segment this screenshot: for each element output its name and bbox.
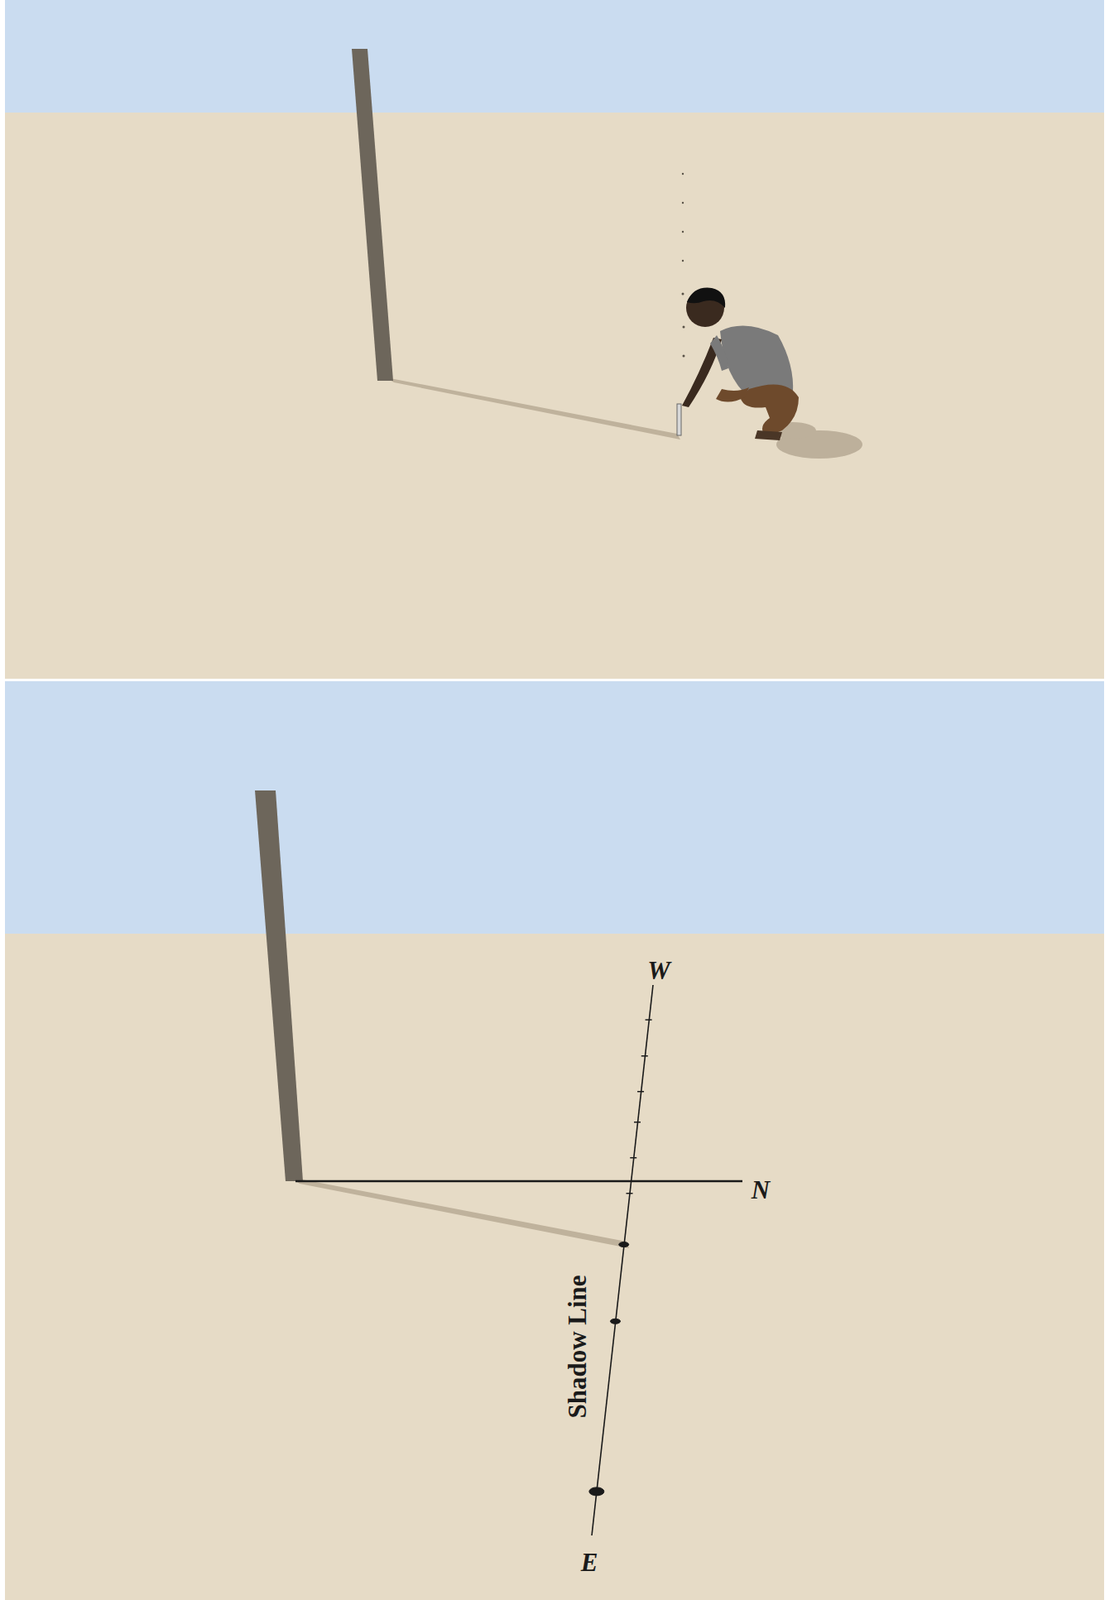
- north-line: [295, 1180, 743, 1183]
- sky: [4, 0, 1105, 114]
- ground: [4, 933, 1105, 1600]
- direction-label: W: [647, 957, 671, 984]
- shadow-marks: [589, 1019, 653, 1496]
- direction-label: E: [581, 1549, 599, 1576]
- pole: [351, 48, 394, 381]
- shadow-mark: [637, 1090, 644, 1093]
- shadow-line: [591, 984, 654, 1536]
- direction-label: N: [751, 1176, 770, 1203]
- shadow-mark: [589, 1487, 605, 1496]
- shadow-mark: [626, 1192, 634, 1195]
- shadow-mark: [619, 1242, 630, 1248]
- ground: [4, 112, 1105, 679]
- pole: [254, 790, 303, 1182]
- shadow-mark: [633, 1121, 641, 1124]
- shadow-mark: [629, 1157, 637, 1159]
- pole-shadow: [385, 377, 681, 440]
- pole-shadow: [289, 1176, 630, 1249]
- person: [677, 288, 863, 459]
- shadow-mark: [645, 1018, 653, 1021]
- line-label: Shadow Line: [564, 1274, 591, 1418]
- shadow-mark: [641, 1055, 649, 1057]
- sky: [4, 681, 1105, 935]
- shadow-mark: [609, 1318, 620, 1324]
- marker-dots: [681, 172, 686, 358]
